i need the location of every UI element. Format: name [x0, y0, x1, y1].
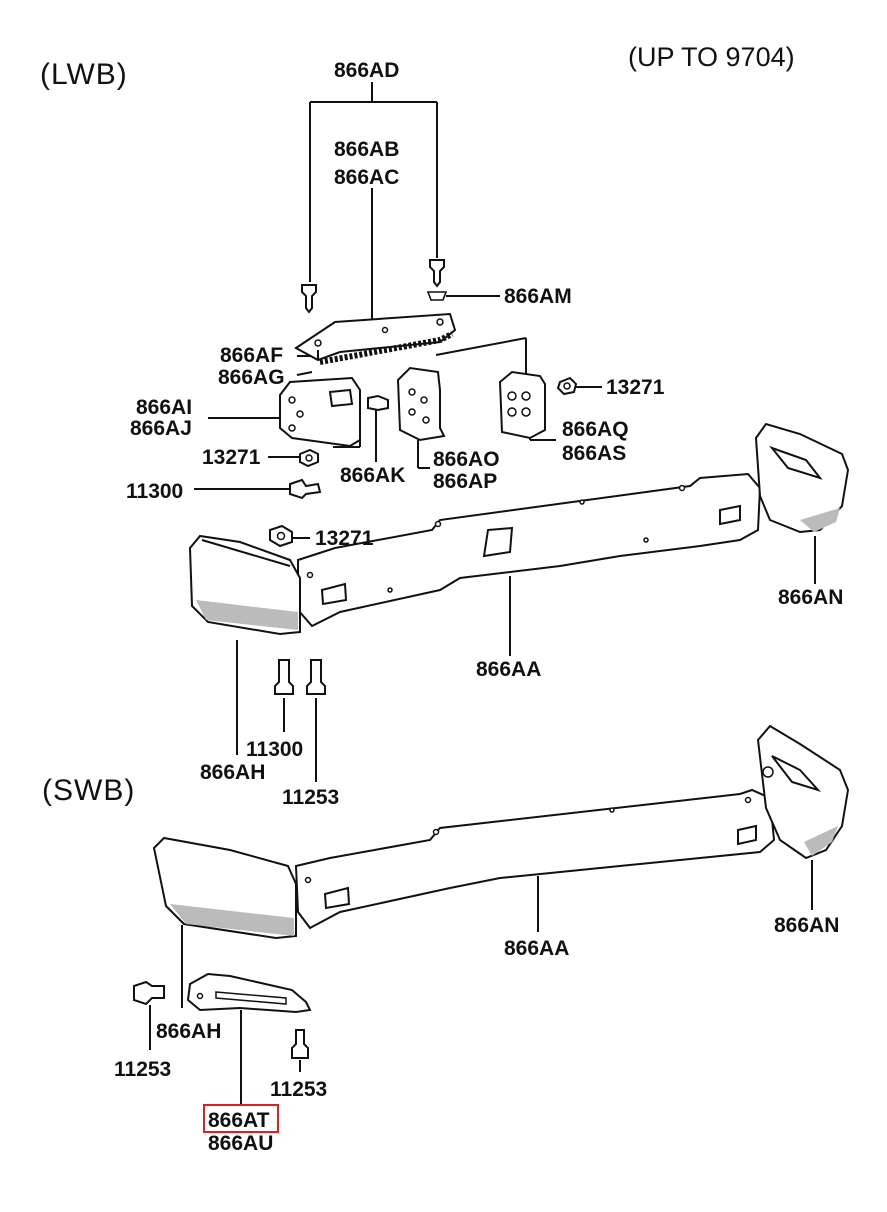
part-label: 866AB — [334, 138, 399, 161]
highlight-box — [203, 1104, 279, 1133]
lwb-right-end-cap — [754, 422, 850, 534]
bolt-icon — [289, 478, 322, 500]
part-label-highlighted[interactable]: 866AT — [208, 1109, 270, 1132]
swb-right-end-cap — [756, 724, 850, 860]
part-label: 11253 — [114, 1058, 171, 1081]
part-label: 866AC — [334, 166, 399, 189]
lwb-left-end-cap — [188, 534, 301, 636]
part-label: 11253 — [282, 786, 339, 809]
swb-left-end-cap — [152, 836, 297, 940]
screw-icon — [301, 259, 448, 314]
swb-mount-bracket — [186, 972, 312, 1014]
part-label: 866AP — [433, 470, 497, 493]
part-label: 11300 — [126, 480, 183, 503]
side-bracket-ai — [279, 376, 361, 448]
part-label: 866AO — [433, 448, 500, 471]
part-label: 866AA — [504, 937, 569, 960]
section-title-swb: (SWB) — [42, 774, 135, 807]
nut-icon — [269, 376, 578, 548]
part-label: 866AI — [136, 396, 192, 419]
leader-lines-bottom — [149, 860, 813, 1104]
bolt-icon — [367, 394, 389, 412]
part-label: 866AA — [476, 658, 541, 681]
part-label: 866AS — [562, 442, 626, 465]
part-label: 866AJ — [130, 417, 192, 440]
bolt-icon — [133, 980, 309, 1059]
part-label: 11253 — [270, 1078, 327, 1101]
side-bracket-ao — [396, 366, 446, 442]
part-label: 866AF — [220, 344, 283, 367]
part-label: 866AK — [340, 464, 405, 487]
bolt-icon — [274, 659, 326, 695]
model-note: (UP TO 9704) — [628, 42, 795, 72]
upper-bracket-plate — [294, 312, 457, 365]
part-label: 13271 — [315, 527, 374, 550]
part-label: 866AN — [778, 586, 843, 609]
part-label: 866AM — [504, 285, 572, 308]
rear-bracket-aq — [498, 370, 546, 440]
section-title-lwb: (LWB) — [40, 58, 128, 91]
part-label: 866AH — [200, 761, 265, 784]
part-label: 866AU — [208, 1132, 273, 1155]
lwb-bumper-reinforcement — [297, 472, 762, 628]
part-label: 866AH — [156, 1020, 221, 1043]
part-label: 11300 — [246, 738, 303, 761]
part-label: 13271 — [202, 446, 261, 469]
part-label: 866AD — [334, 59, 399, 82]
part-label: 866AQ — [562, 418, 629, 441]
part-label: 866AG — [218, 366, 285, 389]
swb-bumper-reinforcement — [294, 788, 776, 930]
part-label: 13271 — [606, 376, 665, 399]
part-label: 866AN — [774, 914, 839, 937]
